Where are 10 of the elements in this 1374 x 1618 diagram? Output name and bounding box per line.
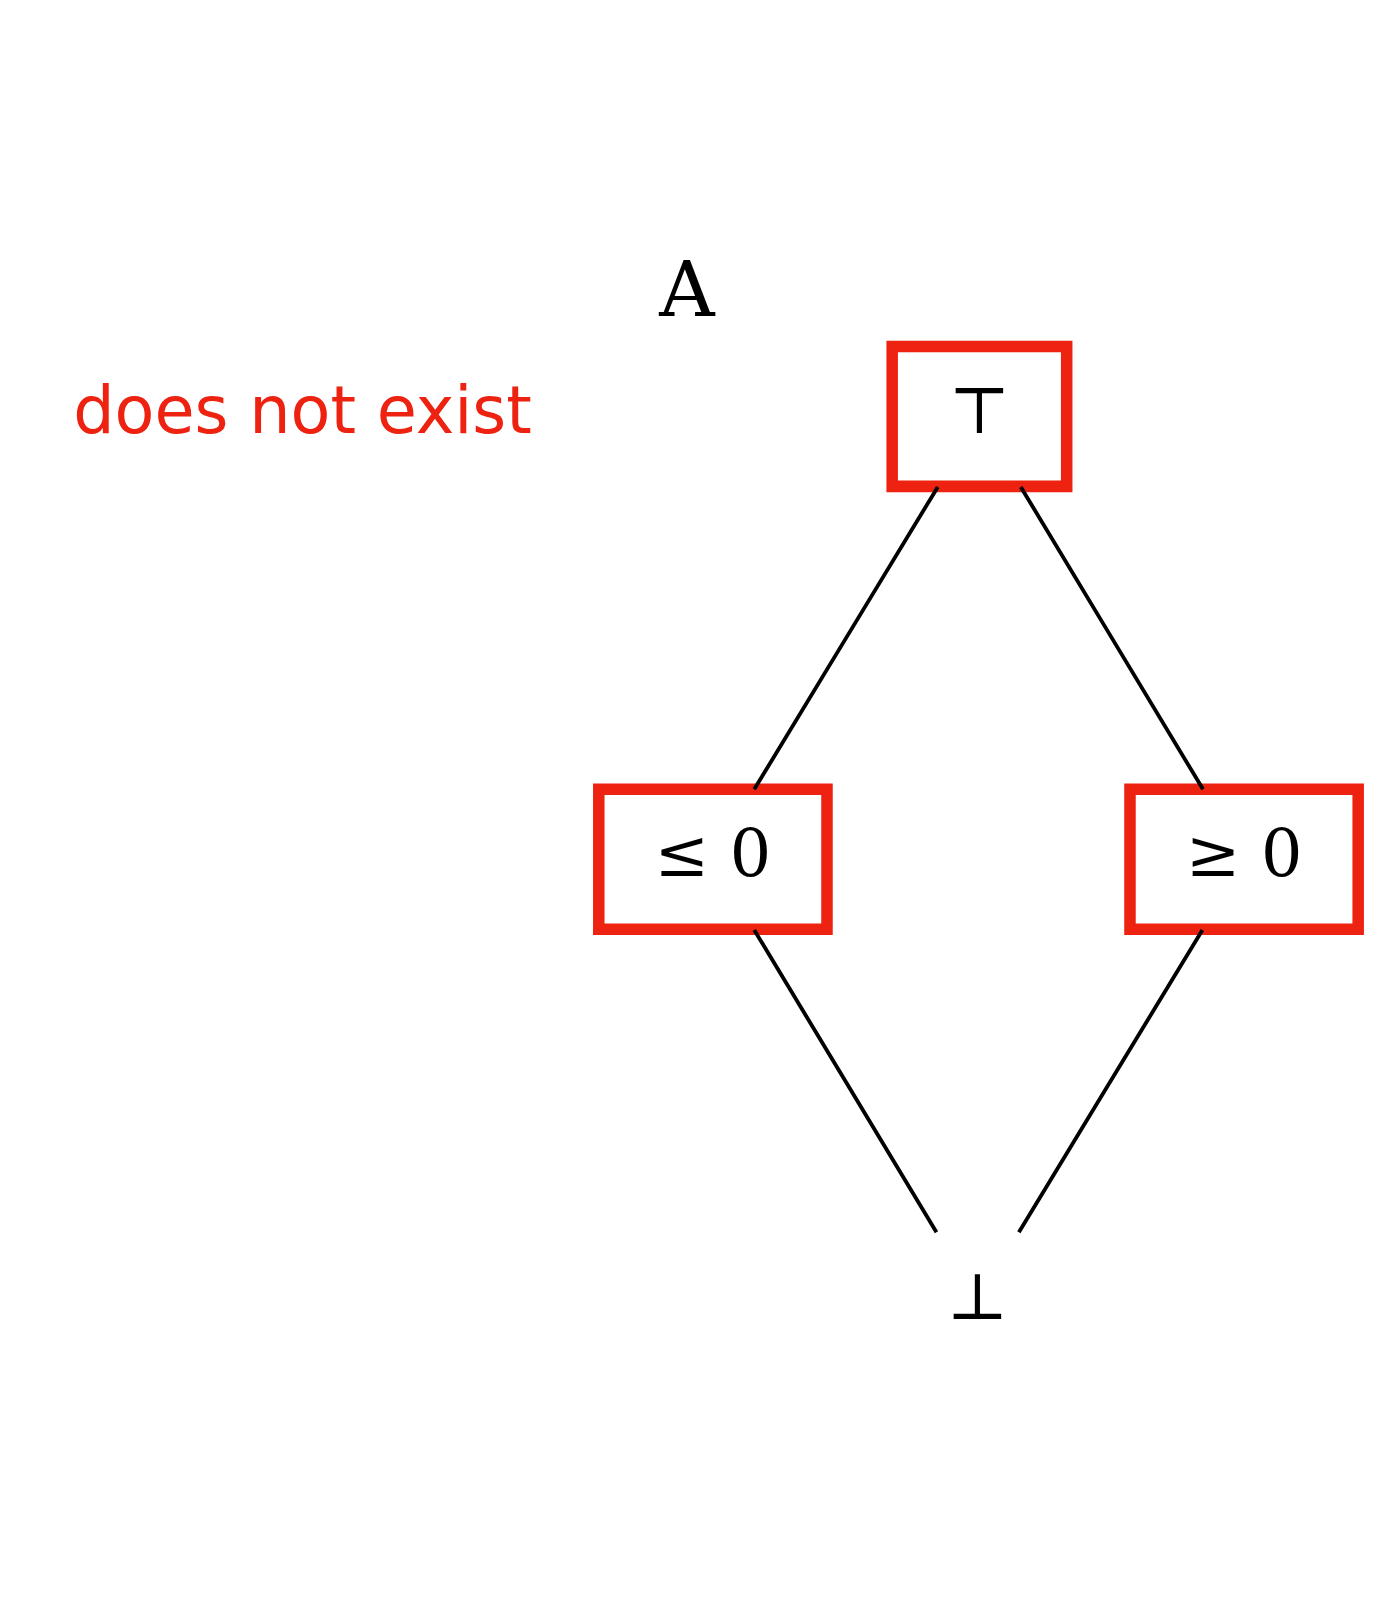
node-text: ⊥ [946,1257,1009,1334]
node-box: ≤ 0 [593,783,833,935]
connector [1017,928,1205,1233]
label: does not exist [73,371,532,448]
connector [752,928,939,1233]
connector [752,485,940,790]
node-box: ⊤ [886,340,1073,492]
connector [1019,485,1205,790]
node-box: ≥ 0 [1124,783,1364,935]
diagram-title: A [659,244,715,334]
